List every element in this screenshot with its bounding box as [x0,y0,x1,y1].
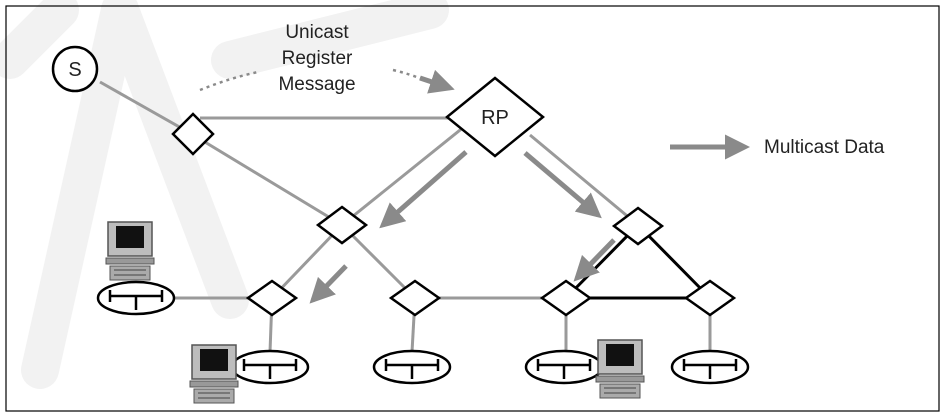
multicast-arrow [379,150,468,229]
lan-segment [96,280,176,316]
computer-icon [105,221,155,281]
lan-segment [524,349,604,385]
register-path [199,68,455,94]
computer-icon [595,339,645,399]
router [245,279,299,317]
multicast-arrows [309,150,616,304]
rp-label: RP [481,107,509,129]
diagram-border [5,5,940,412]
multicast-arrow [523,151,602,219]
register-line-2: Register [282,48,353,69]
register-arrow [419,69,455,94]
watermark [0,0,449,389]
multicast-arrow [309,264,348,304]
lan-segment [372,349,452,385]
lan-segments [96,280,750,385]
router [539,279,593,317]
computer-icon [189,344,239,404]
router [388,279,442,317]
legend: Multicast Data [670,134,885,160]
lan-segment [230,349,310,385]
register-line-3: Message [278,74,355,95]
register-line-1: Unicast [285,22,349,43]
router [315,205,369,245]
router [611,206,665,246]
source-node: S [51,45,99,93]
lan-segment [670,349,750,385]
rp-node: RP [445,76,545,158]
legend-label: Multicast Data [764,137,885,158]
register-message-label: Unicast Register Message [278,22,355,95]
source-label: S [68,59,81,81]
router [171,112,215,156]
multicast-arrow [573,238,616,282]
router [683,279,737,317]
routers [171,112,737,317]
